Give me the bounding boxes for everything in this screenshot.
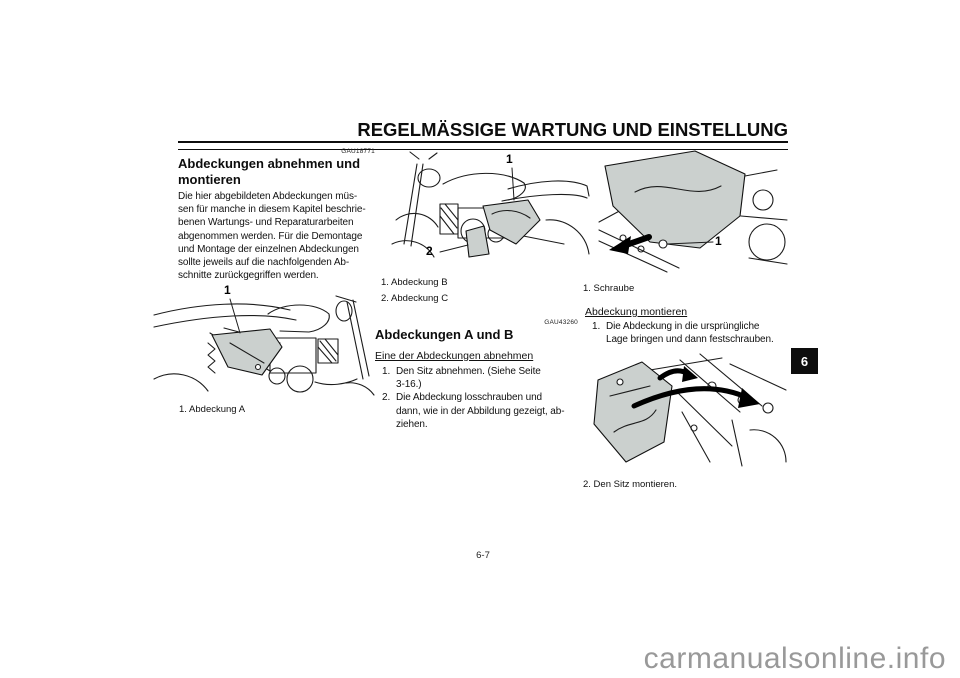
figure-cover-a: 1 (150, 283, 375, 403)
figure-callout-1: 1 (715, 234, 722, 248)
section-heading-2: Abdeckungen A und B (375, 327, 514, 342)
steps-install: 1. Die Abdeckung in die ursprüngliche La… (585, 320, 800, 346)
steps-remove: 1. Den Sitz abnehmen. (Siehe Seite 3-16.… (375, 365, 585, 431)
body-line: abgenommen werden. Für die Demontage (178, 230, 363, 242)
page-title: REGELMÄSSIGE WARTUNG UND EINSTELLUNG (357, 119, 788, 140)
cover-screw-sketch (598, 150, 788, 273)
step-text: Lage bringen und dann festschrauben. (606, 334, 774, 346)
step-line: dann, wie in der Abbildung gezeigt, ab- (375, 405, 585, 418)
subsection-heading-install: Abdeckung montieren (585, 306, 688, 318)
figure-caption-screw: 1. Schraube (583, 283, 635, 294)
chapter-tab: 6 (791, 348, 818, 374)
figure-caption-a: 1. Abdeckung A (179, 404, 246, 415)
step-text: 3-16.) (396, 379, 422, 391)
section-body-1: Die hier abgebildeten Abdeckungen müs- s… (178, 190, 383, 282)
figure-screw: 1 (595, 146, 790, 278)
cover-install-sketch (593, 353, 787, 467)
step-number: 1. (382, 366, 391, 377)
body-line: sen für manche in diesem Kapitel beschri… (178, 204, 366, 216)
step-text: dann, wie in der Abbildung gezeigt, ab- (396, 405, 565, 417)
header-rule (178, 141, 788, 150)
body-line: Die hier abgebildeten Abdeckungen müs- (178, 191, 358, 202)
figure-covers-bc: 1 2 (388, 148, 593, 278)
page-number: 6-7 (476, 550, 490, 561)
step-line: 2. Die Abdeckung losschrauben und (375, 391, 585, 404)
body-line: sollte jeweils auf die nachfolgenden Ab- (178, 257, 350, 269)
section-heading-1: Abdeckungen abnehmen und montieren (178, 156, 361, 187)
step-line: 1. Den Sitz abnehmen. (Siehe Seite (375, 365, 585, 378)
figure-callout-2: 2 (426, 244, 433, 258)
step-text: Die Abdeckung losschrauben und (396, 392, 542, 404)
step-number: 1. (592, 321, 601, 332)
body-line: schnitte zurückgegriffen werden. (178, 270, 319, 282)
figure-caption-b: 1. Abdeckung B (381, 277, 448, 288)
section-code-1: GAU18771 (341, 148, 375, 155)
step-line: 1. Die Abdeckung in die ursprüngliche (585, 320, 800, 333)
body-line: und Montage der einzelnen Abdeckungen (178, 243, 359, 255)
figure-callout-1: 1 (506, 152, 513, 166)
figure-caption-c: 2. Abdeckung C (381, 293, 449, 304)
watermark: carmanualsonline.info (643, 642, 946, 675)
figure-install (590, 350, 790, 476)
step-line: 3-16.) (375, 378, 585, 391)
figure-caption-install: 2. Den Sitz montieren. (583, 479, 677, 490)
subsection-heading-remove: Eine der Abdeckungen abnehmen (375, 350, 534, 362)
motorcycle-sketch-bc (391, 151, 590, 258)
step-line: Lage bringen und dann festschrauben. (585, 333, 800, 346)
section-code-2: GAU43260 (544, 319, 578, 326)
step-text: ziehen. (396, 418, 428, 430)
step-line: ziehen. (375, 418, 585, 431)
step-text: Den Sitz abnehmen. (Siehe Seite (396, 366, 541, 377)
figure-callout-1: 1 (224, 283, 231, 297)
motorcycle-sketch-a (153, 295, 375, 396)
step-number: 2. (382, 392, 391, 404)
body-line: benen Wartungs- und Reparaturarbeiten (178, 217, 354, 229)
step-text: Die Abdeckung in die ursprüngliche (606, 321, 760, 332)
